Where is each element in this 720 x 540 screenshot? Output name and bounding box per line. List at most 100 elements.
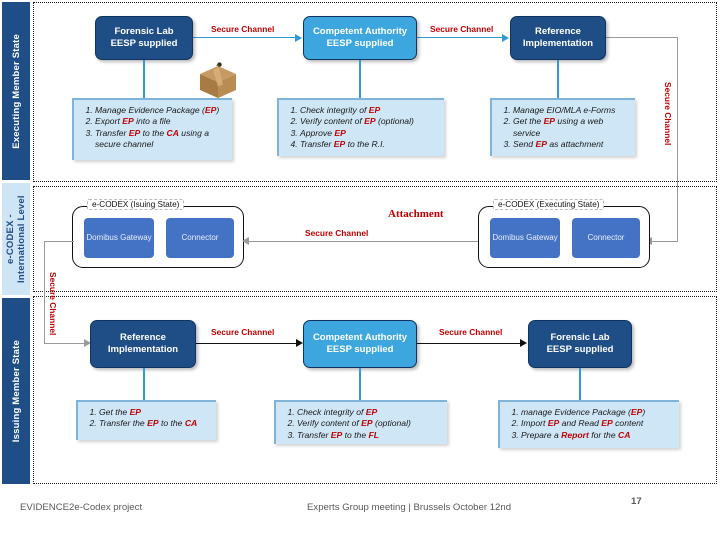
stem-ri-top: [557, 60, 560, 100]
group-label-ecodex-issuing: e-CODEX (Isuing State): [87, 199, 185, 210]
stem-fl-top: [143, 60, 146, 100]
node-reference-implementation-bottom-line1: Reference: [120, 332, 166, 343]
component-connector-issuing[interactable]: Connector: [166, 218, 234, 258]
lane-frame-bottom: [33, 296, 717, 484]
list-item: Check integrity of EP: [300, 105, 437, 116]
component-domibus-gateway-executing[interactable]: Domibus Gateway: [490, 218, 560, 258]
connector-into-ri-bottom: [44, 343, 86, 345]
lane-label-ecodex-international-level: e-CODEX - International Level: [2, 183, 30, 295]
lane-label-codex-text: e-CODEX - International Level: [5, 195, 27, 283]
node-reference-implementation-top[interactable]: Reference Implementation: [510, 16, 606, 60]
list-item: Approve EP: [300, 128, 437, 139]
node-reference-implementation-top-line1: Reference: [535, 26, 581, 37]
lane-frame-middle: [33, 186, 717, 292]
lane-label-issuing-text: Issuing Member State: [10, 339, 22, 443]
list-item: manage Evidence Package (EP): [521, 407, 672, 418]
note-forensic-lab-top: Manage Evidence Package (EP) Export EP i…: [72, 98, 232, 160]
node-forensic-lab-bottom-line1: Forensic Lab: [550, 332, 610, 343]
connector-ri-right-top: [606, 37, 678, 39]
channel-label-right-vertical: Secure Channel: [663, 82, 673, 146]
group-label-ecodex-executing: e-CODEX (Exeсuting State): [493, 199, 605, 210]
list-item: Get the EP using a web service: [513, 116, 628, 139]
list-item: Get the EP: [99, 407, 209, 418]
connector-ri-to-ca-bottom: [196, 343, 298, 345]
channel-label-middle: Secure Channel: [305, 228, 369, 238]
note-competent-authority-bottom: Check integrity of EP Verify content of …: [274, 400, 447, 444]
connector-codex-executing-to-issuing: [248, 241, 478, 243]
arrowhead-ca-to-ri-top: [502, 33, 509, 42]
attachment-label: Attachment: [388, 208, 444, 220]
channel-label-top-right: Secure Channel: [430, 24, 494, 34]
list-item: Prepare a Report for the CA: [521, 430, 672, 441]
group-ecodex-executing-state: e-CODEX (Exeсuting State) Domibus Gatewa…: [478, 199, 650, 268]
stem-ri-bottom: [143, 368, 146, 402]
note-competent-authority-top: Check integrity of EP Verify content of …: [277, 98, 444, 156]
list-item: Transfer the EP to the CA: [99, 418, 209, 429]
node-forensic-lab-top-line2: EESP supplied: [110, 38, 178, 49]
list-item: Transfer EP to the CA using a secure cha…: [95, 128, 225, 151]
note-reference-implementation-bottom: Get the EP Transfer the EP to the CA: [76, 400, 216, 440]
node-competent-authority-top-line1: Competent Authority: [312, 26, 408, 37]
arrowhead-into-ri-bottom: [84, 339, 91, 347]
note-reference-implementation-top-list: Manage EIO/MLA e-Forms Get the EP using …: [500, 105, 628, 151]
connector-left-vertical: [44, 241, 46, 344]
connector-into-codex-executing: [650, 241, 678, 243]
node-reference-implementation-bottom-line2: Implementation: [107, 344, 179, 355]
node-competent-authority-bottom-line1: Competent Authority: [312, 332, 408, 343]
node-forensic-lab-top[interactable]: Forensic Lab EESP supplied: [95, 16, 193, 60]
channel-label-bottom-right: Secure Channel: [439, 327, 503, 337]
node-forensic-lab-top-line1: Forensic Lab: [114, 26, 174, 37]
group-ecodex-issuing-state: e-CODEX (Isuing State) Domibus Gateway C…: [72, 199, 244, 268]
lane-label-executing-text: Executing Member State: [10, 33, 22, 149]
list-item: Transfer EP to the R.I.: [300, 139, 437, 150]
connector-ca-to-ri-top: [417, 37, 503, 39]
connector-ca-to-fl-bottom: [417, 343, 522, 345]
node-reference-implementation-bottom[interactable]: Reference Implementation: [90, 320, 196, 368]
channel-label-left-vertical: Secure Channel: [48, 272, 58, 336]
list-item: Verify content of EP (optional): [297, 418, 440, 429]
node-competent-authority-top[interactable]: Competent Authority EESP supplied: [303, 16, 417, 60]
channel-label-top-left: Secure Channel: [211, 24, 275, 34]
note-forensic-lab-top-list: Manage Evidence Package (EP) Export EP i…: [82, 105, 225, 151]
node-competent-authority-bottom-line2: EESP supplied: [326, 344, 394, 355]
connector-right-vertical: [676, 37, 678, 242]
channel-label-bottom-left: Secure Channel: [211, 327, 275, 337]
stem-ca-bottom: [359, 368, 362, 402]
list-item: Check integrity of EP: [297, 407, 440, 418]
component-connector-executing[interactable]: Connector: [572, 218, 640, 258]
arrowhead-codex-to-issuing: [242, 237, 249, 245]
list-item: Transfer EP to the FL: [297, 430, 440, 441]
node-competent-authority-top-line2: EESP supplied: [326, 38, 394, 49]
node-forensic-lab-bottom-line2: EESP supplied: [546, 344, 614, 355]
footer-meeting-info: Experts Group meeting | Brussels October…: [307, 502, 512, 513]
list-item: Export EP into a file: [95, 116, 225, 127]
arrowhead-ca-to-fl-bottom: [520, 339, 527, 347]
stem-ca-top: [359, 60, 362, 100]
footer-page-number: 17: [631, 496, 642, 507]
node-forensic-lab-bottom[interactable]: Forensic Lab EESP supplied: [528, 320, 632, 368]
note-reference-implementation-bottom-list: Get the EP Transfer the EP to the CA: [86, 407, 209, 430]
arrowhead-ri-to-ca-bottom: [296, 339, 303, 347]
connector-fl-to-ca-top: [193, 37, 296, 39]
list-item: Verify content of EP (optional): [300, 116, 437, 127]
note-competent-authority-bottom-list: Check integrity of EP Verify content of …: [284, 407, 440, 441]
parcel-icon: [196, 60, 240, 102]
list-item: Manage EIO/MLA e-Forms: [513, 105, 628, 116]
list-item: Send EP as attachment: [513, 139, 628, 150]
component-domibus-gateway-issuing[interactable]: Domibus Gateway: [84, 218, 154, 258]
footer-project-name: EVIDENCE2e-Codex project: [20, 502, 143, 513]
node-reference-implementation-top-line2: Implementation: [522, 38, 594, 49]
note-forensic-lab-bottom: manage Evidence Package (EP) Import EP a…: [498, 400, 679, 448]
arrowhead-fl-to-ca-top: [295, 33, 302, 42]
lane-frame-top: [33, 2, 717, 182]
node-competent-authority-bottom[interactable]: Competent Authority EESP supplied: [303, 320, 417, 368]
stem-fl-bottom: [579, 368, 582, 402]
list-item: Import EP and Read EP content: [521, 418, 672, 429]
lane-label-issuing-member-state: Issuing Member State: [2, 298, 30, 484]
lane-label-executing-member-state: Executing Member State: [2, 2, 30, 180]
note-competent-authority-top-list: Check integrity of EP Verify content of …: [287, 105, 437, 151]
note-forensic-lab-bottom-list: manage Evidence Package (EP) Import EP a…: [508, 407, 672, 441]
slide-footer: EVIDENCE2e-Codex project Experts Group m…: [0, 496, 720, 526]
connector-codex-issuing-left: [44, 241, 74, 243]
